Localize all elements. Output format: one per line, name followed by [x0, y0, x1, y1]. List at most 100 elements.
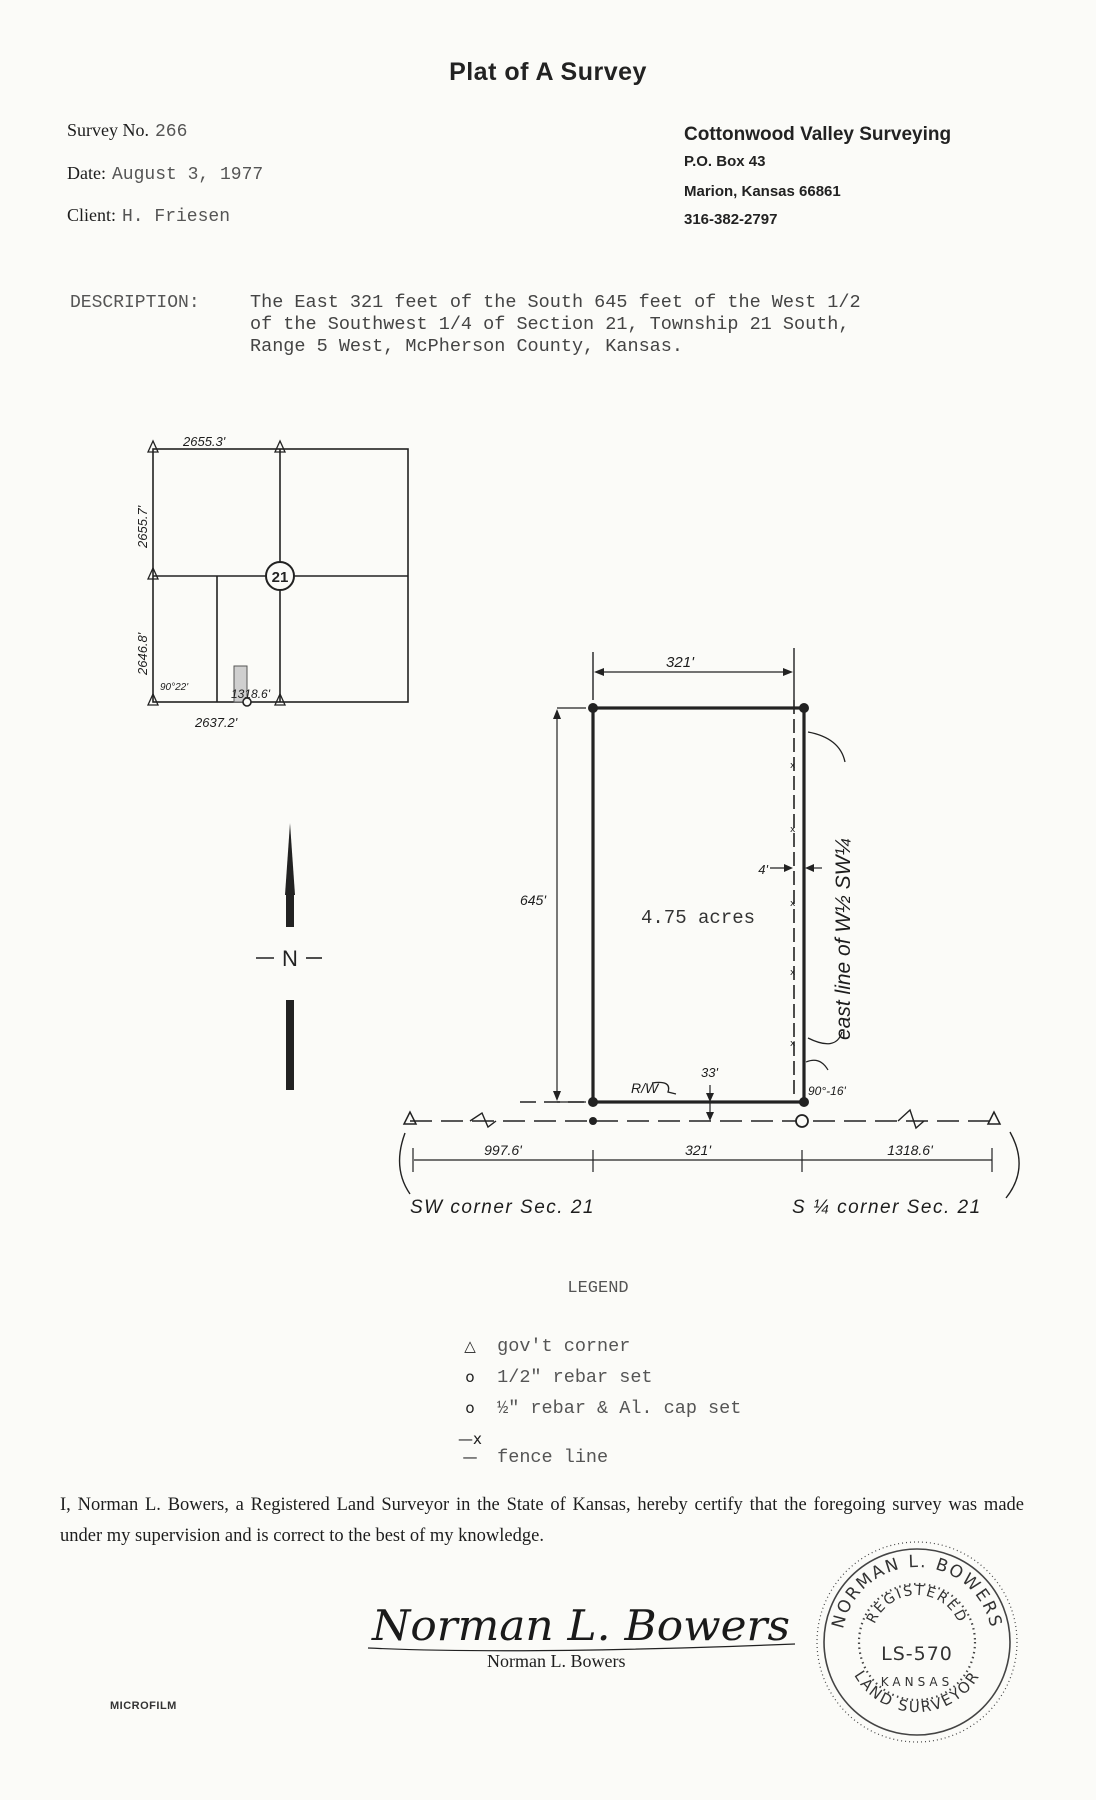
key-bottom-dim: 2637.2': [194, 715, 238, 730]
survey-date-label: Date:: [67, 163, 106, 183]
parcel-corner-markers: [588, 703, 809, 1125]
north-arrow-lower-shaft: [286, 1000, 294, 1090]
rebar-cap-marker: [588, 1097, 598, 1107]
page-title: Plat of A Survey: [449, 58, 647, 86]
s-quarter-corner-triangle: [986, 1110, 1002, 1125]
seal-state: KANSAS: [881, 1675, 954, 1689]
corner-bracket: [1005, 1131, 1020, 1199]
s-quarter-corner-label: S ¼ corner Sec. 21: [792, 1197, 982, 1218]
svg-text:x: x: [790, 1039, 796, 1049]
east-line-leader: [807, 731, 846, 763]
survey-client-label: Client:: [67, 205, 116, 225]
description-text: The East 321 feet of the South 645 feet …: [250, 292, 990, 358]
key-top-dim: 2655.3': [182, 434, 226, 449]
seal-ring: [823, 1548, 1011, 1736]
sw-corner-label: SW corner Sec. 21: [410, 1197, 595, 1218]
svg-text:x: x: [790, 899, 796, 909]
key-left-lower-dim: 2646.8': [135, 632, 150, 676]
seal-inner-ring: [857, 1582, 977, 1702]
legend-item: —x— fence line: [454, 1430, 608, 1468]
corner-triangle: [273, 439, 287, 453]
plat-offset: 4': [758, 862, 768, 877]
east-line-label: east line of W½ SW¼: [832, 838, 855, 1040]
plat-area: 4.75 acres: [641, 907, 755, 929]
main-plat: xxx xx: [398, 648, 1020, 1199]
key-left-upper-dim: 2655.7': [135, 505, 150, 549]
triangle-icon: △: [464, 1337, 476, 1355]
line-break: [897, 1108, 925, 1130]
legend-title: LEGEND: [567, 1279, 629, 1298]
corner-bracket: [398, 1132, 411, 1195]
north-arrow: [256, 823, 322, 1090]
seal-number: LS-570: [881, 1643, 953, 1665]
signature: Norman L. Bowers: [367, 1601, 796, 1652]
rw-width: 33': [701, 1065, 718, 1080]
survey-date-row: Date:August 3, 1977: [67, 163, 263, 185]
circle-icon: o: [465, 1399, 475, 1417]
fence-markers: xxx xx: [790, 761, 796, 1049]
company-name: Cottonwood Valley Surveying: [684, 124, 952, 145]
survey-number-row: Survey No.266: [67, 120, 187, 142]
key-right-dim: 1318.6': [231, 687, 271, 701]
dim-arrow: [784, 864, 793, 872]
angle-leader: [805, 1059, 829, 1071]
corner-triangle: [273, 692, 287, 706]
dim-arrow: [805, 864, 814, 872]
rebar-cap-marker: [588, 703, 598, 713]
description-line: of the Southwest 1/4 of Section 21, Town…: [250, 314, 850, 335]
certification-text: I, Norman L. Bowers, a Registered Land S…: [60, 1495, 1024, 1546]
key-map: [146, 439, 409, 707]
dim-arrow: [553, 1091, 561, 1101]
dim-arrow: [783, 668, 793, 676]
rebar-cap-marker: [799, 1097, 809, 1107]
printed-name: Norman L. Bowers: [487, 1651, 626, 1671]
bottom-right-dim: 1318.6': [887, 1142, 934, 1158]
description-line: Range 5 West, McPherson County, Kansas.: [250, 336, 683, 357]
legend-item: △ gov't corner: [454, 1336, 630, 1357]
corner-triangle: [146, 692, 160, 706]
section-circle: [265, 561, 295, 591]
legend-item: o ½" rebar & Al. cap set: [454, 1398, 741, 1419]
legend-label: gov't corner: [497, 1336, 631, 1357]
svg-text:x: x: [790, 761, 796, 771]
north-arrow-upper-shaft: [286, 895, 294, 927]
parcel-location: [233, 665, 248, 703]
seal-middle-text: REGISTERED: [864, 1583, 968, 1626]
legend-item: o 1/2" rebar set: [454, 1367, 652, 1388]
rebar-cap-marker: [589, 1117, 597, 1125]
dim-arrow: [706, 1093, 714, 1102]
north-label: N: [282, 946, 298, 971]
section-number: 21: [272, 569, 289, 586]
rebar-set: [795, 1114, 809, 1128]
company-city: Marion, Kansas 66861: [684, 183, 841, 200]
survey-client-value: H. Friesen: [122, 207, 231, 227]
parcel-boundary: [591, 706, 806, 1104]
survey-date-value: August 3, 1977: [111, 165, 264, 185]
microfilm-stamp: MICROFILM: [110, 1700, 177, 1712]
fence-line-icon: —x—: [458, 1430, 482, 1466]
corner-triangle: [146, 566, 160, 580]
survey-client-row: Client: H. Friesen: [67, 205, 230, 227]
plat-angle: 90°-16': [808, 1084, 846, 1098]
svg-text:x: x: [790, 968, 796, 978]
surveyor-seal: NORMAN L. BOWERS REGISTERED LS-570 KANSA…: [816, 1541, 1018, 1743]
plat-top-width: 321': [666, 654, 695, 671]
rebar-cap-marker: [799, 703, 809, 713]
dim-arrow: [553, 709, 561, 719]
description-line: The East 321 feet of the South 645 feet …: [250, 292, 861, 313]
survey-number-value: 266: [155, 122, 188, 142]
description-label: DESCRIPTION:: [70, 293, 200, 313]
dim-arrow: [706, 1112, 714, 1121]
signature-line: [367, 1643, 796, 1652]
legend-label: fence line: [497, 1447, 609, 1468]
legend-label: ½" rebar & Al. cap set: [497, 1398, 742, 1419]
key-angle: 90°22': [160, 682, 189, 693]
sw-corner-triangle: [402, 1110, 418, 1125]
north-arrow-head: [285, 823, 295, 895]
seal-outer-ring: [816, 1541, 1018, 1743]
rw-label: R/W: [631, 1080, 660, 1096]
rebar-marker: [242, 697, 252, 707]
company-box: P.O. Box 43: [684, 153, 766, 170]
plat-height: 645': [520, 892, 547, 908]
